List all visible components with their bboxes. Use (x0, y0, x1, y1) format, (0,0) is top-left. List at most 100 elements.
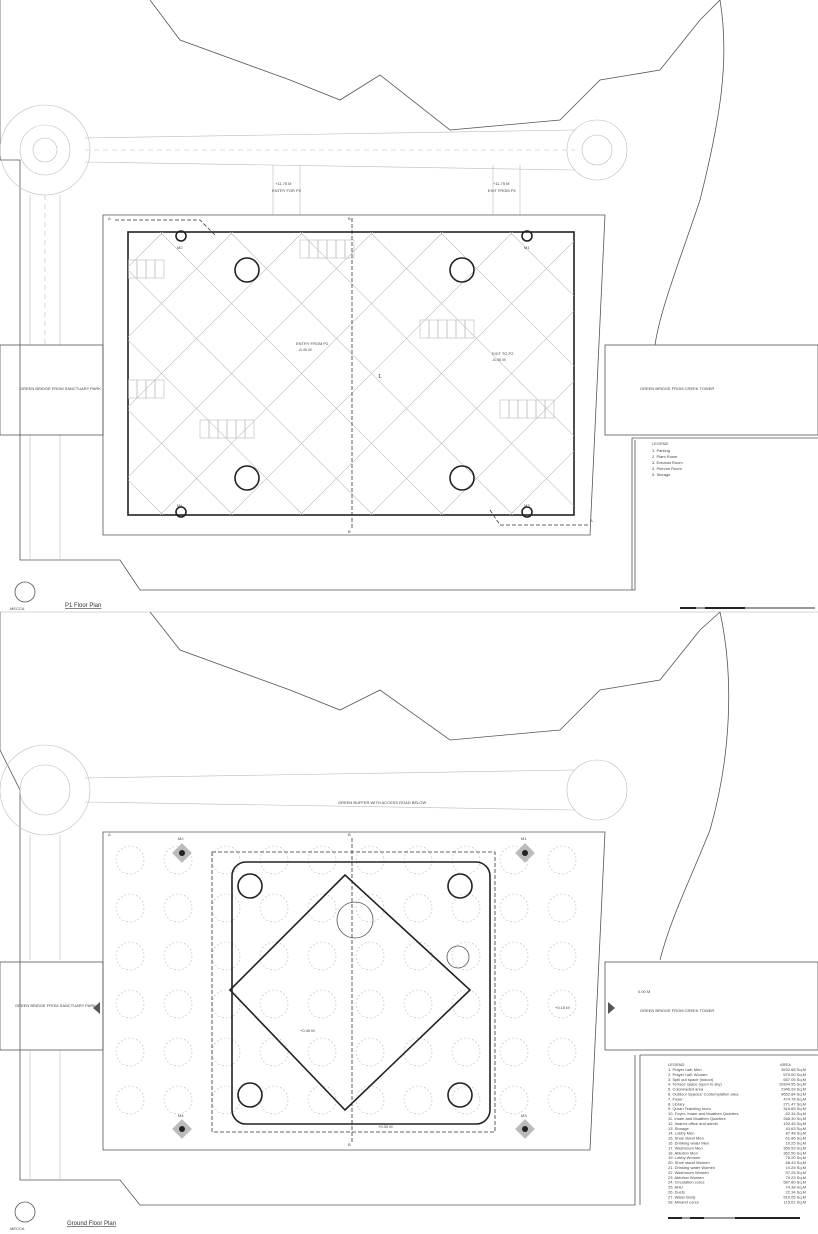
column-canopy (403, 989, 433, 1019)
column-canopy (163, 893, 193, 923)
legend-area: 2346.93 Sq.M (781, 1087, 806, 1092)
parking-bay (145, 379, 156, 399)
column-canopy (499, 1037, 529, 1067)
parking-aisle (128, 232, 164, 268)
parking-bay (526, 399, 537, 419)
parking-bay (110, 260, 119, 278)
entry-arrow-icon (608, 1002, 615, 1014)
legend-item: 3. Spill out space (indoor) (668, 1077, 714, 1082)
bridge-right-label: GREEN BRIDGE FROM CREEK TOWER (640, 386, 714, 391)
p1-minarets (175, 230, 533, 518)
column-canopy (307, 1085, 337, 1115)
parking-aisle (229, 232, 514, 515)
column-canopy (355, 893, 385, 923)
minaret-label: M4 (177, 503, 183, 508)
parking-bay (317, 239, 328, 259)
parking-bay (136, 259, 147, 279)
legend-area: 22.34 Sq.M (786, 1190, 806, 1195)
p1-circulation-cores (234, 257, 475, 491)
column-canopy (211, 989, 241, 1019)
column-canopy (451, 893, 481, 923)
parking-aisle (650, 232, 818, 515)
legend-area: 9652.84 Sq.M (781, 1092, 806, 1097)
column-canopy (115, 893, 145, 923)
parking-aisle (299, 240, 574, 515)
parking-aisle (720, 232, 818, 515)
column-canopy (307, 941, 337, 971)
parking-aisle (0, 232, 93, 515)
legend-area: 115.61 Sq.M (784, 1199, 806, 1204)
minaret-label: M1 (524, 245, 530, 250)
parking-aisle (128, 232, 234, 338)
section-marker-b: B (348, 216, 351, 221)
column-canopy (211, 1037, 241, 1067)
column-canopy (547, 893, 577, 923)
parking-aisle (720, 232, 818, 515)
legend-item: 24. Circulation cores (668, 1180, 704, 1185)
column-canopy (211, 893, 241, 923)
p1-access-road (0, 104, 628, 560)
scale-bar (668, 1217, 800, 1219)
exit-label: EXIT FROM P2 (488, 188, 516, 193)
section-line-a (115, 219, 216, 236)
section-marker-a: A (108, 832, 111, 837)
level-label: +0.45 M (300, 1028, 315, 1033)
legend-item: 3. Exhaust Room (652, 460, 683, 465)
minaret-label: M2 (177, 245, 183, 250)
parking-bay (217, 419, 228, 439)
minaret-label: M2 (178, 836, 184, 841)
parking-aisle (790, 232, 818, 515)
section-marker-b: B (348, 832, 351, 837)
column-canopy (547, 941, 577, 971)
column-canopy (451, 989, 481, 1019)
parking-aisle (650, 232, 818, 515)
entry-label: ENTRY FOR P2 (272, 188, 302, 193)
parking-bay (446, 319, 457, 339)
parking-bay (128, 379, 129, 399)
entry-ramp-label: ENTRY FROM P2 (296, 341, 329, 346)
column-canopy (451, 941, 481, 971)
minaret-label: M3 (524, 503, 530, 508)
parking-bay (335, 239, 346, 259)
bridge-left-label: GREEN BRIDGE FROM SANCTUARY PARK (20, 386, 101, 391)
legend-item: 7. Foyer (668, 1096, 683, 1101)
legend-area: 97.25 Sq.M (786, 1170, 806, 1175)
exit-ramp-level: -6.40 M (492, 357, 506, 362)
parking-aisle (128, 479, 164, 515)
level-label: 0.00 M (638, 989, 650, 994)
legend-item: 5. Colonnaded area (668, 1087, 704, 1092)
exit-ramp-label: EXIT TO P2 (492, 351, 514, 356)
legend-area: 10.25 Sq.M (786, 1141, 806, 1146)
north-label: MECCA (10, 1226, 25, 1231)
gf-site-boundary (0, 612, 636, 1206)
legend-area: 10394.55 Sq.M (779, 1082, 806, 1087)
gf-dome (336, 901, 374, 939)
legend-item: 21. Drinking water Women (668, 1165, 715, 1170)
parking-aisle (0, 232, 23, 515)
parking-bay (244, 419, 255, 439)
parking-bay (517, 399, 528, 419)
gf-prayer-hall-diamond (228, 873, 472, 1112)
gf-prayer-hall (231, 861, 491, 1125)
legend-item: 18. Ablution Men (668, 1150, 698, 1155)
legend-item: 5. Storage (652, 472, 671, 477)
column-canopy (547, 1085, 577, 1115)
column-canopy (259, 941, 289, 971)
parking-bay (428, 319, 439, 339)
legend-item: 1. Prayer hall: Men (668, 1067, 702, 1072)
column-canopy (307, 893, 337, 923)
parking-aisle (439, 380, 574, 515)
legend-area: 510.05 Sq.M (783, 1194, 806, 1199)
column-canopy (451, 845, 481, 875)
legend-area: 82.34 Sq.M (786, 1111, 806, 1116)
parking-bay (136, 379, 147, 399)
legend-area: 75.20 Sq.M (786, 1155, 806, 1160)
parking-aisle (128, 409, 234, 515)
legend-title: LEGEND (668, 1062, 685, 1067)
parking-aisle (0, 232, 93, 515)
column-canopy (499, 1085, 529, 1115)
legend-area: 43.63 Sq.M (786, 1126, 806, 1131)
legend-item: 16. Drinking water Men (668, 1141, 709, 1146)
legend-item: 10. Foyer- Imam and Muathen Quarters (668, 1111, 738, 1116)
